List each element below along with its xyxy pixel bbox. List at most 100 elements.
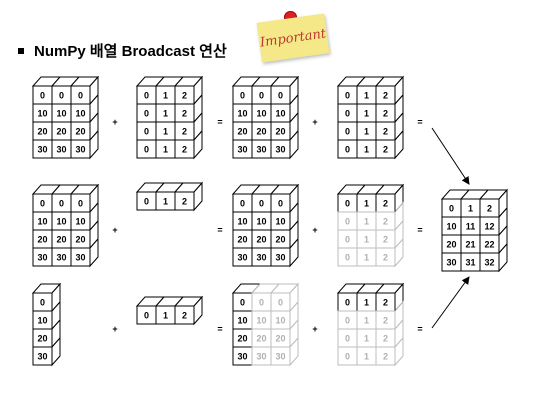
cell-value: 30 [275,352,285,362]
cell-value: 0 [144,145,149,155]
cell-value: 20 [237,235,247,245]
cell-value: 10 [56,217,66,227]
cell-value: 10 [446,222,456,232]
cell-value: 2 [383,199,388,209]
cell-value: 2 [383,334,388,344]
row2-equals-operator: = [217,225,222,235]
cell-value: 22 [484,240,494,250]
cell-value: 0 [345,334,350,344]
cell-value: 0 [144,109,149,119]
cell-value: 1 [364,235,369,245]
matrix-cell [375,139,396,159]
cell-value: 0 [240,298,245,308]
cell-value: 1 [163,145,168,155]
cell-value: 0 [345,298,350,308]
cell-value: 0 [40,199,45,209]
cell-value: 1 [163,91,168,101]
row1-plus-operator: + [112,117,117,127]
cell-value: 30 [56,253,66,263]
cell-value: 30 [256,253,266,263]
cell-value: 20 [37,127,47,137]
bullet-icon [18,47,24,54]
cell-value: 10 [256,316,266,326]
cell-value: 20 [75,127,85,137]
cell-value: 1 [364,199,369,209]
cell-value: 2 [383,298,388,308]
cell-value: 10 [56,109,66,119]
row2-equals-operator-2: = [417,225,422,235]
cell-value: 0 [144,311,149,321]
cell-value: 2 [182,127,187,137]
cell-value: 2 [182,197,187,207]
cell-value: 0 [144,197,149,207]
cell-value: 30 [237,352,247,362]
cell-value: 10 [275,316,285,326]
row3-plus-operator-2: + [312,324,317,334]
cell-value: 0 [78,199,83,209]
matrix-cell [375,247,396,267]
cell-value: 2 [383,127,388,137]
matrix-cell [32,346,53,366]
row1-equals-operator: = [217,117,222,127]
cell-value: 11 [466,222,476,232]
cell-value: 0 [345,91,350,101]
cell-value: 10 [256,109,266,119]
cell-value: 0 [345,316,350,326]
cell-value: 20 [275,235,285,245]
title-text: NumPy 배열 Broadcast 연산 [34,43,227,60]
matrix-cell [479,252,500,272]
cell-value: 10 [75,217,85,227]
cell-value: 0 [345,199,350,209]
cell-value: 0 [40,91,45,101]
cell-value: 0 [345,253,350,263]
cell-value: 20 [37,334,47,344]
cell-value: 0 [345,145,350,155]
cell-value: 0 [78,91,83,101]
cell-value: 12 [484,222,494,232]
cell-value: 0 [345,109,350,119]
cell-value: 10 [75,109,85,119]
cell-value: 10 [37,109,47,119]
cell-value: 30 [75,145,85,155]
cell-value: 20 [237,334,247,344]
cell-value: 10 [275,217,285,227]
cell-value: 10 [37,316,47,326]
cell-value: 0 [259,298,264,308]
row1-equals-operator-2: = [417,117,422,127]
cell-value: 0 [345,235,350,245]
cell-value: 20 [75,235,85,245]
cell-value: 30 [237,253,247,263]
cell-value: 0 [59,199,64,209]
row2-plus-operator: + [112,225,117,235]
cell-value: 1 [163,109,168,119]
cell-value: 10 [237,217,247,227]
cell-value: 32 [484,258,494,268]
cell-value: 0 [278,199,283,209]
cell-value: 0 [345,127,350,137]
cell-value: 0 [240,91,245,101]
cell-value: 20 [256,127,266,137]
cell-value: 1 [364,352,369,362]
cell-value: 2 [487,204,492,214]
cell-value: 30 [37,145,47,155]
cell-value: 30 [75,253,85,263]
cell-value: 10 [237,109,247,119]
cell-value: 2 [182,311,187,321]
cell-value: 20 [446,240,456,250]
row2-plus-operator-2: + [312,225,317,235]
cell-value: 1 [364,127,369,137]
cell-value: 1 [364,145,369,155]
cell-value: 20 [56,235,66,245]
matrix-cell [375,346,396,366]
cell-value: 2 [182,145,187,155]
cell-value: 0 [278,91,283,101]
